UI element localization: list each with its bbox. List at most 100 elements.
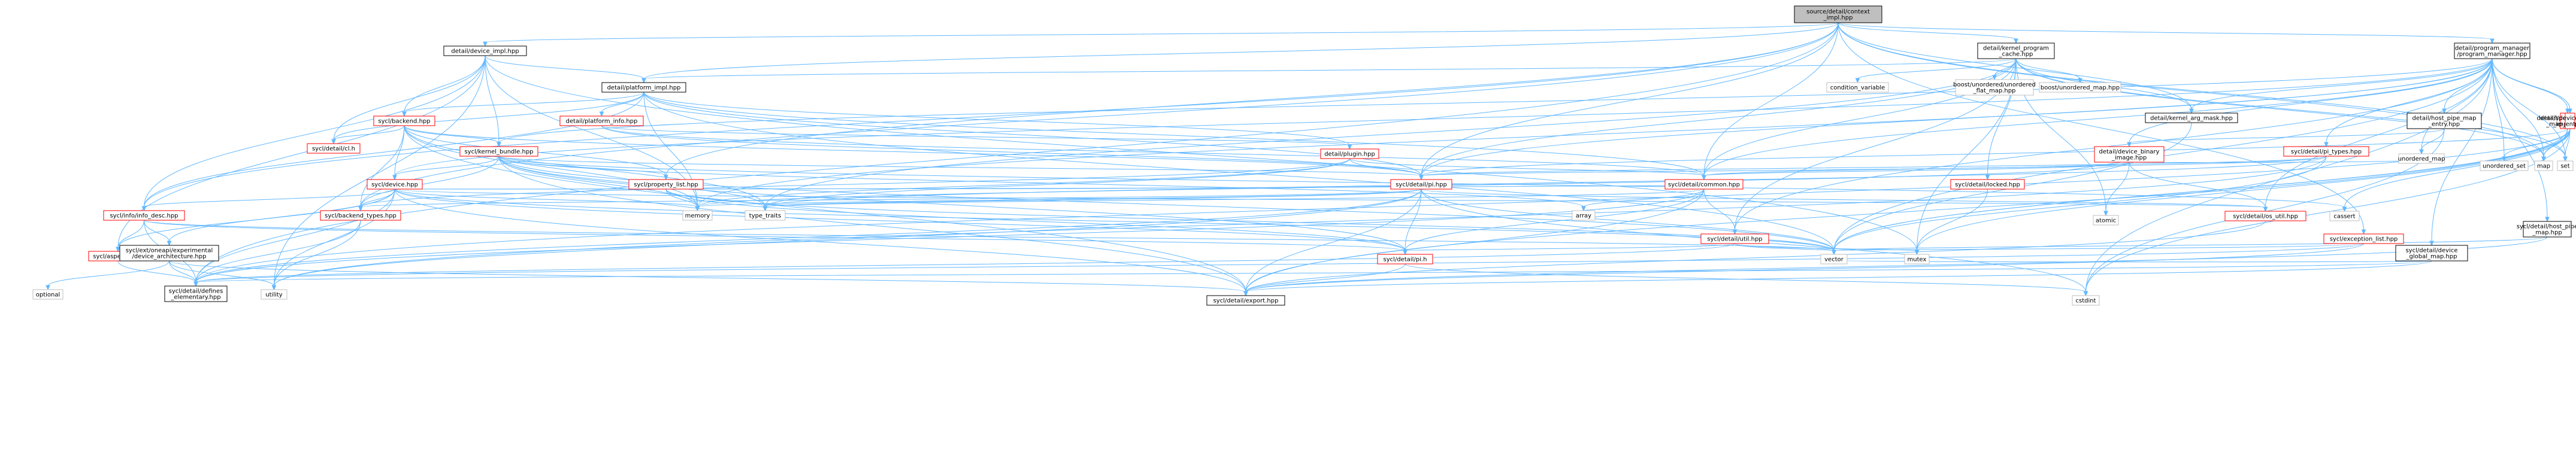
node-label-line: sycl/info/info_desc.hpp [110,213,178,220]
node-device-architecture[interactable]: sycl/ext/oneapi/experimental/device_arch… [119,245,219,262]
node-host-pipe-map[interactable]: sycl/detail/host_pipe_map.hpp [2517,221,2576,238]
node-label-line: boost/unordered/unordered [1953,82,2036,89]
node-label-line: sycl/detail/pi.hpp [1396,182,1447,188]
include-edge-device_global_map-to-export_hpp [1243,260,2432,297]
node-label-line: sycl/detail/util.hpp [1707,236,1762,243]
include-edge-aspects-to-defines_elementary [117,260,198,287]
include-edge-device_global_map_entry-to-export_hpp [1243,128,2571,297]
include-edge-program_manager-to-spec_constant_impl [2492,58,2570,114]
node-label-line: detail/device_binary [2099,149,2160,156]
node-label-line: detail/host_pipe_map [2412,115,2477,122]
node-kernel-bundle[interactable]: sycl/kernel_bundle.hpp [459,146,538,157]
node-device-global-map-entry[interactable]: detail/device_global_map_entry.hpp [2540,113,2576,129]
include-edge-device_architecture-to-optional [46,260,169,291]
include-edge-kernel_program_cache-to-locked_hpp [1985,58,2017,181]
include-edge-info_desc-to-vector [144,220,1836,256]
include-edge-util_hpp-to-defines_elementary [193,243,1735,287]
node-locked-hpp[interactable]: sycl/detail/locked.hpp [1950,179,2025,190]
include-edge-root-to-property_list [664,22,1839,181]
include-edge-exception_list-to-vector [1832,243,2364,256]
include-edge-program_manager-to-host_pipe_map [2492,58,2550,223]
node-sycl-pi-types[interactable]: sycl/detail/pi_types.hpp [2283,146,2369,157]
node-cl-h[interactable]: sycl/detail/cl.h [307,143,361,154]
node-label-line: sycl/detail/device [2405,248,2457,254]
include-edge-kernel_bundle-to-vector [498,156,1836,256]
include-edge-exception_list-to-export_hpp [1243,243,2364,297]
include-edge-device_global_map-to-defines_elementary [193,260,2432,287]
include-edge-device_hpp-to-common_hpp [394,184,1706,190]
node-info-desc[interactable]: sycl/info/info_desc.hpp [103,210,185,221]
node-pi-h[interactable]: sycl/detail/pi.h [1377,254,1433,264]
include-edge-root-to-kernel_program_cache [1838,22,2018,44]
include-edge-info_desc-to-device_architecture [144,220,172,247]
include-edge-pi_hpp-to-os_util [1421,188,2268,212]
include-edge-pi_hpp-to-defines_elementary [193,188,1422,287]
include-edge-util_hpp-to-vector [1735,243,1836,256]
node-property-list[interactable]: sycl/property_list.hpp [628,179,704,190]
node-util-hpp[interactable]: sycl/detail/util.hpp [1700,233,1769,244]
node-label-line: array [1576,213,1591,220]
include-edge-device_impl-to-backend_hpp [402,55,486,117]
node-defines-elementary[interactable]: sycl/detail/defines_elementary.hpp [164,285,228,302]
node-map: map [2534,160,2553,171]
include-edge-backend_hpp-to-device_hpp [392,125,405,181]
include-edge-device_hpp-to-pi_h [394,188,1407,256]
node-label-line: detail/platform_info.hpp [566,118,638,125]
include-edge-exception_list-to-defines_elementary [193,243,2364,287]
include-edge-device_binary_image-to-pi_hpp [1419,162,2130,181]
include-edge-sycl_pi_types-to-pi_hpp [1419,156,2327,181]
include-edge-device_impl-to-aspects [116,55,486,253]
node-plugin-hpp[interactable]: detail/plugin.hpp [1320,148,1379,159]
node-os-util[interactable]: sycl/detail/os_util.hpp [2224,211,2306,221]
node-label-line: _impl.hpp [1823,15,1853,22]
node-condition-variable: condition_variable [1826,82,1889,93]
node-host-pipe-map-entry[interactable]: detail/host_pipe_map_entry.hpp [2407,113,2482,129]
node-type-traits: type_traits [744,210,786,221]
node-label-line: detail/device_global [2540,115,2576,122]
node-exception-list[interactable]: sycl/exception_list.hpp [2323,233,2404,244]
node-kernel-arg-mask[interactable]: detail/kernel_arg_mask.hpp [2145,113,2238,123]
node-label-line: unordered_set [2483,163,2526,170]
include-edge-common_hpp-to-array [1581,188,1705,212]
node-export-hpp[interactable]: sycl/detail/export.hpp [1206,295,1285,306]
node-label-line: utility [265,292,283,299]
node-label-line: sycl/backend_types.hpp [325,213,396,220]
node-label-line: sycl/detail/host_pipe [2517,224,2576,230]
node-label-line: sycl/detail/os_util.hpp [2233,214,2298,220]
node-label-line: sycl/aspects.hpp [93,254,143,260]
include-edge-program_manager-to-map [2492,58,2546,162]
node-label-line: condition_variable [1830,85,1885,92]
node-kernel-program-cache[interactable]: detail/kernel_program_cache.hpp [1977,42,2055,59]
node-label-line: sycl/kernel_bundle.hpp [464,149,533,156]
include-edge-kernel_program_cache-to-unordered_map_boost [2015,58,2082,84]
node-label-line: cassert [2333,214,2355,220]
node-label-line: detail/kernel_program [1983,45,2049,52]
node-pi-hpp[interactable]: sycl/detail/pi.hpp [1390,179,1452,190]
node-set: set [2557,160,2574,171]
node-platform-impl[interactable]: detail/platform_impl.hpp [601,82,686,93]
include-edge-util_hpp-to-pi_h [1403,243,1735,256]
node-label-line: sycl/exception_list.hpp [2330,236,2398,243]
node-label-line: detail/spec_constant [2536,115,2576,122]
node-platform-info[interactable]: detail/platform_info.hpp [559,115,644,126]
include-edge-root-to-device_impl [483,22,1839,47]
node-device-impl[interactable]: detail/device_impl.hpp [443,45,527,56]
node-label-line: _map.hpp [2532,230,2562,236]
include-edge-device_global_map_entry-to-mutex [1914,128,2571,256]
include-edge-common_hpp-to-util_hpp [1703,188,1737,235]
node-optional: optional [32,289,63,300]
node-unordered-set: unordered_set [2480,160,2529,171]
node-label-line: sycl/backend.hpp [378,118,430,125]
node-common-hpp[interactable]: sycl/detail/common.hpp [1664,179,1743,190]
node-device-binary-image[interactable]: detail/device_binary_image.hpp [2094,146,2165,163]
include-edge-root-to-exception_list [1838,22,2366,235]
node-device-global-map[interactable]: sycl/detail/device_global_map.hpp [2395,245,2468,262]
node-device-hpp[interactable]: sycl/device.hpp [367,179,423,190]
include-edge-root-to-program_manager [1838,22,2495,44]
include-edge-device_architecture-to-utility [169,260,277,291]
node-program-manager[interactable]: detail/program_manager/program_manager.h… [2454,42,2530,59]
include-edge-pi_hpp-to-backend_types [358,188,1422,212]
include-edge-kernel_bundle-to-export_hpp [498,156,1248,297]
node-backend-types[interactable]: sycl/backend_types.hpp [320,210,401,221]
node-backend-hpp[interactable]: sycl/backend.hpp [373,115,435,126]
